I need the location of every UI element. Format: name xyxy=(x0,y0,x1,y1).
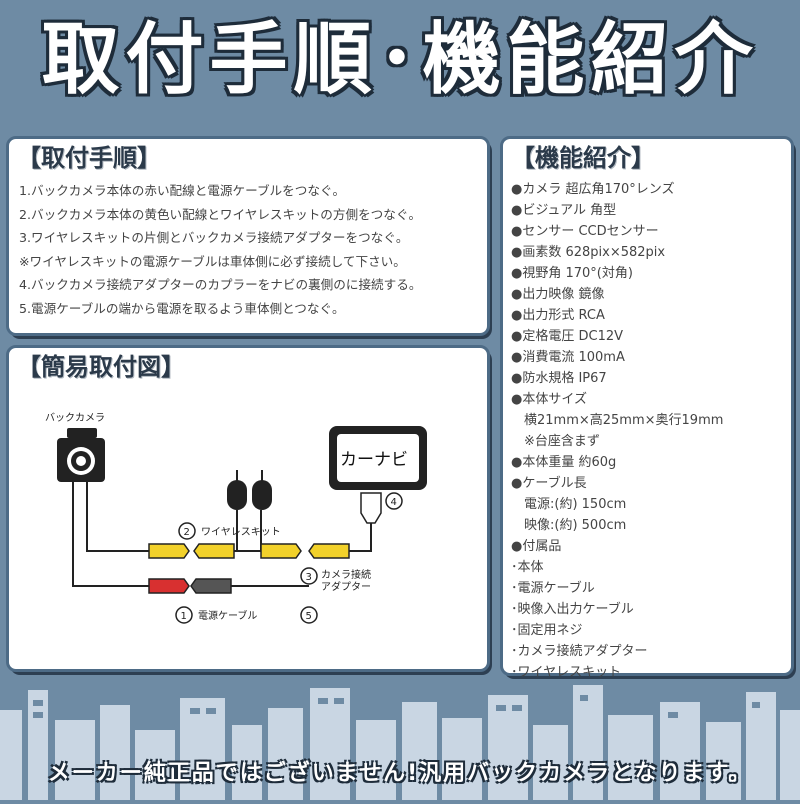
features-list: ●カメラ 超広角170°レンズ ●ビジュアル 角型 ●センサー CCDセンサー … xyxy=(511,179,723,683)
feature-item: ●ケーブル長 xyxy=(511,476,587,491)
install-step: 4.バックカメラ接続アダプターのカプラーをナビの裏側のに接続する。 xyxy=(19,277,422,292)
power-label: 電源ケーブル xyxy=(198,609,257,622)
diagram-panel: 【簡易取付図】 バックカメラ カーナビ xyxy=(6,345,490,672)
yellow-rca-connector xyxy=(148,543,350,559)
footer-notice: メーカー純正品ではございません!汎用バックカメラとなります。 xyxy=(47,761,753,786)
adapter-plug-icon xyxy=(360,492,382,524)
feature-item: ･固定用ネジ xyxy=(511,623,583,638)
camera-label: バックカメラ xyxy=(45,412,105,424)
feature-item: ●画素数 628pix×582pix xyxy=(511,245,666,260)
marker-5: 5 xyxy=(306,611,312,622)
adapter-label-line2: アダプター xyxy=(321,580,371,593)
feature-item: ●ビジュアル 角型 xyxy=(511,203,617,218)
feature-item: ･ワイヤレスキット xyxy=(511,665,622,680)
wireless-label: ワイヤレスキット xyxy=(201,527,281,538)
feature-item: ※台座含まず xyxy=(511,434,600,449)
features-panel: 【機能紹介】 ●カメラ 超広角170°レンズ ●ビジュアル 角型 ●センサー C… xyxy=(500,136,794,680)
diagram-heading: 【簡易取付図】 xyxy=(17,353,185,381)
install-step: 2.バックカメラ本体の黄色い配線とワイヤレスキットの方側をつなぐ。 xyxy=(19,206,422,222)
feature-item: ●視野角 170°(対角) xyxy=(511,266,633,281)
feature-item: ●出力映像 鏡像 xyxy=(511,287,605,302)
title-banner: 取付手順･機能紹介 xyxy=(0,0,800,122)
camera-icon xyxy=(57,428,105,482)
skyline-graphic xyxy=(0,680,800,800)
features-heading: 【機能紹介】 xyxy=(511,144,655,172)
car-navi-icon xyxy=(329,426,427,490)
marker-2: 2 xyxy=(184,527,190,538)
feature-item: ●本体サイズ xyxy=(511,392,587,407)
install-panel: 【取付手順】 1.バックカメラ本体の赤い配線と電源ケーブルをつなぐ。 2.バック… xyxy=(6,136,490,336)
install-step: 1.バックカメラ本体の赤い配線と電源ケーブルをつなぐ。 xyxy=(19,183,346,198)
feature-item: ･本体 xyxy=(511,560,544,575)
wiring xyxy=(72,478,372,587)
marker-1: 1 xyxy=(181,611,187,622)
feature-item: ･電源ケーブル xyxy=(511,581,595,596)
page-title: 取付手順･機能紹介 xyxy=(41,15,759,105)
install-heading: 【取付手順】 xyxy=(17,144,161,172)
feature-item: ●本体重量 約60g xyxy=(511,455,617,470)
feature-item: ●出力形式 RCA xyxy=(511,308,605,323)
feature-item: ●消費電流 100mA xyxy=(511,350,625,365)
navi-label: カーナビ xyxy=(340,450,408,470)
wireless-kit-icon xyxy=(227,470,272,510)
feature-item: 映像:(約) 500cm xyxy=(511,518,627,533)
install-step: 5.電源ケーブルの端から電源を取るよう車体側とつなぐ。 xyxy=(19,300,345,316)
install-steps: 1.バックカメラ本体の赤い配線と電源ケーブルをつなぐ。 2.バックカメラ本体の黄… xyxy=(19,179,421,320)
marker-3: 3 xyxy=(306,572,312,583)
feature-item: 横21mm×高25mm×奥行19mm xyxy=(511,413,724,428)
feature-item: ･映像入出力ケーブル xyxy=(511,602,634,617)
install-step: ※ワイヤレスキットの電源ケーブルは車体側に必ず接続して下さい。 xyxy=(19,253,406,269)
adapter-label-line1: カメラ接続 xyxy=(321,568,371,581)
install-step: 3.ワイヤレスキットの片側とバックカメラ接続アダプターをつなぐ。 xyxy=(19,230,409,245)
feature-item: ●付属品 xyxy=(511,539,562,554)
power-connector xyxy=(148,578,232,594)
feature-item: ●定格電圧 DC12V xyxy=(511,329,623,344)
city-skyline xyxy=(0,680,800,800)
feature-item: ●防水規格 IP67 xyxy=(511,371,607,386)
feature-item: ●カメラ 超広角170°レンズ xyxy=(511,182,675,197)
feature-item: 電源:(約) 150cm xyxy=(511,497,627,512)
feature-item: ●センサー CCDセンサー xyxy=(511,224,659,239)
marker-4: 4 xyxy=(391,497,397,508)
feature-item: ･カメラ接続アダプター xyxy=(511,644,648,659)
installation-diagram: バックカメラ カーナビ 2 ワイヤレスキット xyxy=(45,412,427,624)
